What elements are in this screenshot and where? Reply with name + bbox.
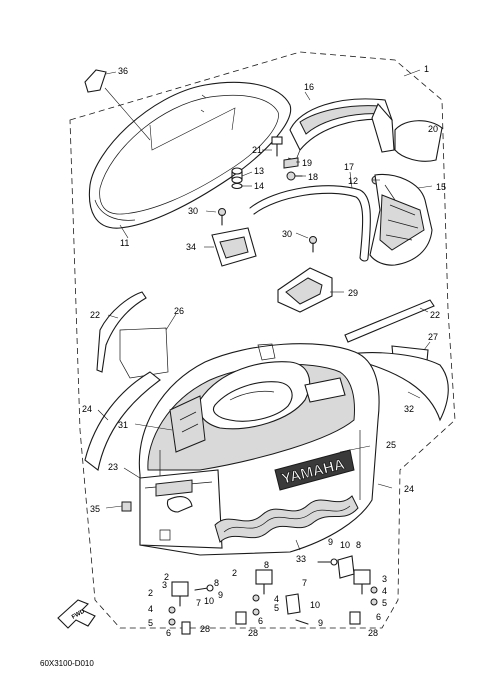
callout-33: 33 [296,554,306,564]
callout-35: 35 [90,504,100,514]
callout-5a: 5 [382,598,387,608]
callout-13: 13 [254,166,264,176]
callout-15: 15 [436,182,446,192]
wave-decal-inner [223,505,351,533]
callout-4a: 4 [382,586,387,596]
callout-12: 12 [348,176,358,186]
callout-10c: 10 [204,596,214,606]
callout-32: 32 [404,404,414,414]
part-22-strip-left [96,291,147,373]
part-34-plate [211,227,257,267]
callout-23: 23 [108,462,118,472]
part-11-top-cowling [88,81,292,229]
callout-6a: 6 [376,612,381,622]
callout-10a: 10 [340,540,350,550]
callout-21: 21 [252,145,262,155]
callout-3a: 3 [382,574,387,584]
callout-30b: 30 [282,229,292,239]
callout-5b: 5 [274,603,279,613]
bracket-assembly-middle [235,569,309,625]
callout-36: 36 [118,66,128,76]
callout-4c: 4 [148,604,153,614]
callout-2b: 2 [148,588,153,598]
part-36-pad [84,69,107,93]
callout-24a: 24 [82,404,92,414]
assembly-boundary [69,51,456,629]
callout-14: 14 [254,181,264,191]
callouts: 1 36 16 20 21 19 13 14 18 17 12 15 11 30… [82,64,446,638]
callout-2a: 2 [232,568,237,578]
bracket-assembly-left [168,581,214,635]
callout-8c: 8 [214,578,219,588]
callout-22a: 22 [90,310,100,320]
callout-2c: 2 [164,572,169,582]
callout-20: 20 [428,124,438,134]
part-35-bolt [121,501,132,512]
part-17-seal [249,185,371,262]
callout-28b: 28 [248,628,258,638]
part-13-grommet [231,167,243,184]
callout-28c: 28 [200,624,210,634]
drawing-code: 60X3100-D010 [40,659,94,668]
callout-24b: 24 [404,484,414,494]
part-30-screw-b [309,236,317,253]
callout-10b: 10 [310,600,320,610]
callout-4b: 4 [274,594,279,604]
fwd-arrow: FWD [57,599,96,629]
callout-18: 18 [308,172,318,182]
part-26-panel [119,327,169,379]
part-32-side-decal [348,352,449,422]
callout-28a: 28 [368,628,378,638]
part-22-strip-right [344,299,435,343]
callout-9c: 9 [218,590,223,600]
callout-8a: 8 [356,540,361,550]
callout-29: 29 [348,288,358,298]
callout-25: 25 [386,440,396,450]
part-33-wave-decal [214,495,359,543]
part-30-screw-a [218,208,226,226]
callout-30a: 30 [188,206,198,216]
callout-22b: 22 [430,310,440,320]
callout-9a: 9 [328,537,333,547]
part-14-washer [231,182,243,190]
part-29-bracket [277,267,333,313]
part-19-clip [283,157,299,169]
callout-11: 11 [120,238,129,248]
callout-5c: 5 [148,618,153,628]
part-15-rear-cover [369,173,433,266]
callout-26: 26 [174,306,184,316]
part-16-rear-bracket [287,98,395,161]
callout-7b: 7 [196,598,201,608]
callout-16: 16 [304,82,314,92]
callout-34: 34 [186,242,196,252]
callout-8b: 8 [264,560,269,570]
callout-3b: 3 [162,580,167,590]
callout-1: 1 [424,64,429,74]
callout-6c: 6 [166,628,171,638]
part-18-screw [286,171,303,181]
callout-7a: 7 [302,578,307,588]
part-21-bolt [271,136,283,157]
callout-17: 17 [344,162,354,172]
part-20-pad [394,120,443,162]
callout-31: 31 [118,420,128,430]
part-24-decal-left [84,371,161,471]
callout-19: 19 [302,158,312,168]
callout-27: 27 [428,332,438,342]
leader-lines [97,69,433,551]
callout-6b: 6 [258,616,263,626]
bracket-assembly-right [317,555,378,625]
callout-9b: 9 [318,618,323,628]
